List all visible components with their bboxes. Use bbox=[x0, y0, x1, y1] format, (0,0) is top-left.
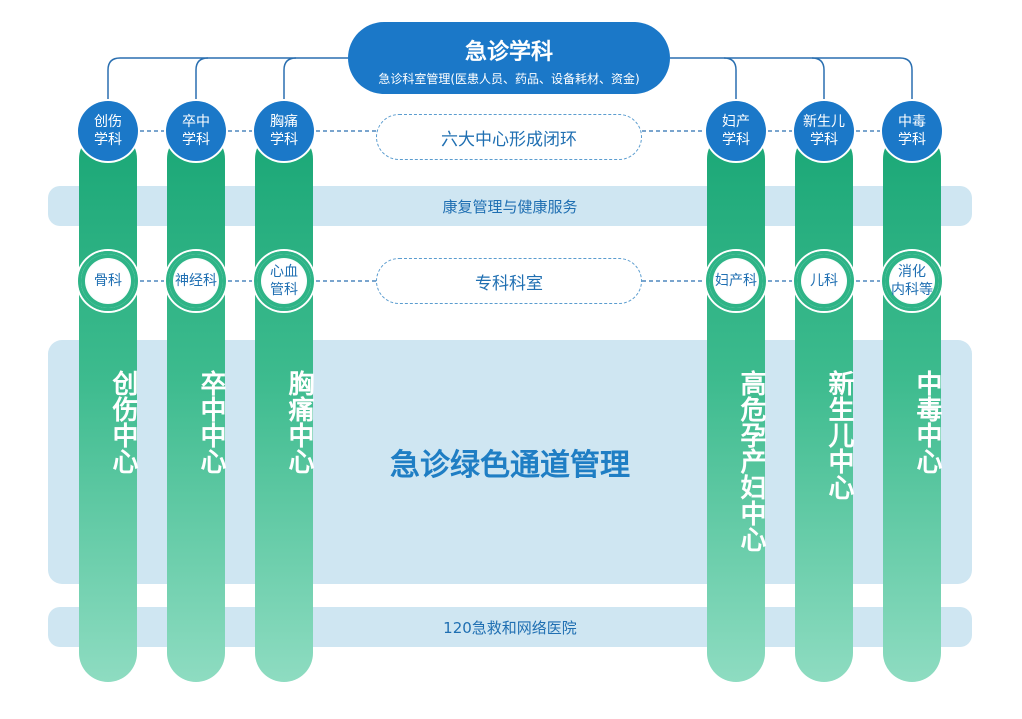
center-label-chest-pain: 胸痛中心 bbox=[284, 370, 314, 474]
discipline-stroke: 卒中 学科 bbox=[166, 101, 226, 161]
discipline-obstetrics: 妇产 学科 bbox=[706, 101, 766, 161]
chest-pain-column bbox=[255, 130, 313, 682]
center-label-maternal: 高危孕产妇中心 bbox=[736, 370, 766, 552]
green-channel-label: 急诊绿色通道管理 bbox=[390, 448, 630, 483]
emergency-discipline-subtitle: 急诊科室管理(医患人员、药品、设备耗材、资金) bbox=[378, 72, 640, 86]
neonatal-column bbox=[795, 130, 853, 682]
trauma-column bbox=[79, 130, 137, 682]
center-label-stroke: 卒中中心 bbox=[196, 370, 226, 474]
emergency-network-label: 120急救和网络医院 bbox=[443, 618, 577, 637]
dept-orthopedics: 骨科 bbox=[78, 251, 138, 311]
rehab-band-label: 康复管理与健康服务 bbox=[442, 197, 578, 216]
specialty-dept-pill: 专科科室 bbox=[376, 258, 642, 304]
maternal-column bbox=[707, 130, 765, 682]
emergency-discipline-title: 急诊学科 bbox=[464, 40, 553, 65]
dept-gastroenterology: 消化 内科等 bbox=[882, 251, 942, 311]
discipline-chest-pain: 胸痛 学科 bbox=[254, 101, 314, 161]
dept-cardiovascular: 心血 管科 bbox=[254, 251, 314, 311]
center-label-trauma: 创伤中心 bbox=[108, 370, 138, 474]
stroke-column bbox=[167, 130, 225, 682]
emergency-discipline-header: 急诊学科 急诊科室管理(医患人员、药品、设备耗材、资金) bbox=[348, 22, 670, 94]
poisoning-column bbox=[883, 130, 941, 682]
center-label-poisoning: 中毒中心 bbox=[912, 370, 942, 474]
specialty-dept-label: 专科科室 bbox=[475, 273, 543, 294]
dept-pediatrics: 儿科 bbox=[794, 251, 854, 311]
dept-neurology: 神经科 bbox=[166, 251, 226, 311]
discipline-trauma: 创伤 学科 bbox=[78, 101, 138, 161]
discipline-poisoning: 中毒 学科 bbox=[882, 101, 942, 161]
discipline-neonatal: 新生儿 学科 bbox=[794, 101, 854, 161]
closed-loop-label: 六大中心形成闭环 bbox=[441, 129, 577, 150]
dept-obstetrics: 妇产科 bbox=[706, 251, 766, 311]
center-label-neonatal: 新生儿中心 bbox=[824, 370, 854, 500]
closed-loop-pill: 六大中心形成闭环 bbox=[376, 114, 642, 160]
